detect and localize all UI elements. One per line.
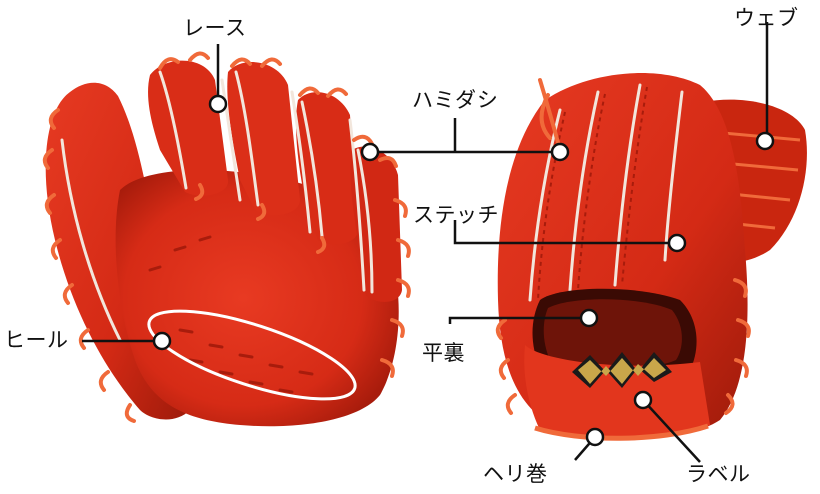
label-lace: レース	[183, 18, 246, 39]
marker-hiraura	[581, 310, 597, 326]
label-herimaki: ヘリ巻	[483, 464, 548, 485]
label-label: ラベル	[686, 464, 751, 485]
label-hamidashi: ハミダシ	[412, 90, 498, 111]
marker-web	[757, 133, 773, 149]
glove-back-opening-inner	[544, 299, 682, 369]
label-heel: ヒール	[4, 330, 69, 351]
glove-palm-view	[45, 53, 409, 426]
label-web: ウェブ	[734, 8, 799, 29]
label-stitch: ステッチ	[413, 205, 499, 226]
marker-stitch	[669, 235, 685, 251]
marker-herimaki	[587, 429, 603, 445]
glove-back-view	[498, 73, 807, 439]
marker-label	[635, 392, 651, 408]
marker-heel	[154, 333, 170, 349]
label-hiraura: 平裏	[422, 343, 465, 364]
marker-hamidashi-left	[362, 144, 378, 160]
marker-lace	[210, 96, 226, 112]
marker-hamidashi-right	[552, 144, 568, 160]
